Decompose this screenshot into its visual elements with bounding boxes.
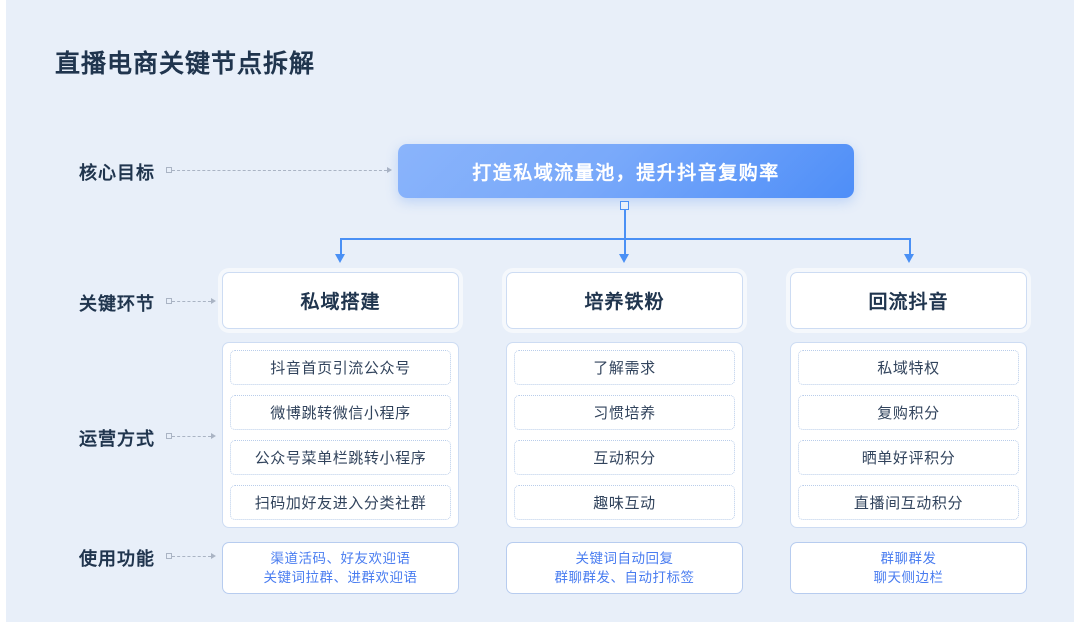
connector-knob-icon [166,433,172,439]
tactic-label: 了解需求 [593,360,656,377]
tree-square-icon [620,201,629,210]
diagram-canvas: 直播电商关键节点拆解 核心目标 打造私域流量池，提升抖音复购率 关键环节 运营方… [6,0,1074,622]
feature-line: 关键词自动回复 [575,551,674,566]
stage-column-2: 培养铁粉 了解需求 习惯培养 互动积分 趣味互动 关键词自动回复 群聊群发、自动… [506,272,743,594]
tactic-label: 晒单好评积分 [861,450,956,467]
connector-features [166,551,216,561]
connector-stage [166,296,216,306]
tactic-label: 抖音首页引流公众号 [270,360,411,377]
stage-card-2[interactable]: 培养铁粉 [506,272,743,329]
tactic-item[interactable]: 直播间互动积分 [798,485,1019,520]
connector-dash [172,169,387,171]
tree-drop-1 [340,238,342,257]
connector-arrow-icon [211,298,216,304]
tactics-panel-3: 私域特权 复购积分 晒单好评积分 直播间互动积分 [790,342,1027,528]
tactic-item[interactable]: 互动积分 [514,440,735,475]
stage-column-3: 回流抖音 私域特权 复购积分 晒单好评积分 直播间互动积分 群聊群发 聊天侧边栏 [790,272,1027,594]
connector-dash [172,555,211,557]
tree-arrow-icon-1 [335,254,345,263]
tree-drop-2 [624,238,626,257]
feature-line: 渠道活码、好友欢迎语 [270,551,411,566]
tactic-label: 趣味互动 [593,495,656,512]
connector-arrow-icon [211,433,216,439]
tactic-item[interactable]: 习惯培养 [514,395,735,430]
connector-knob-icon [166,298,172,304]
stage-title: 回流抖音 [868,292,949,313]
tactic-item[interactable]: 私域特权 [798,350,1019,385]
goal-banner-text: 打造私域流量池，提升抖音复购率 [472,162,780,184]
tactics-panel-1: 抖音首页引流公众号 微博跳转微信小程序 公众号菜单栏跳转小程序 扫码加好友进入分… [222,342,459,528]
feature-line: 群聊群发 [880,551,937,566]
stage-column-1: 私域搭建 抖音首页引流公众号 微博跳转微信小程序 公众号菜单栏跳转小程序 扫码加… [222,272,459,594]
connector-dash [172,300,211,302]
tactic-item[interactable]: 复购积分 [798,395,1019,430]
feature-line: 聊天侧边栏 [873,570,944,585]
stage-card-3[interactable]: 回流抖音 [790,272,1027,329]
tactic-label: 微博跳转微信小程序 [270,405,411,422]
tactic-item[interactable]: 微博跳转微信小程序 [230,395,451,430]
tree-drop-3 [909,238,911,257]
tree-arrow-icon-2 [619,254,629,263]
feature-card-2[interactable]: 关键词自动回复 群聊群发、自动打标签 [506,542,743,594]
feature-card-1[interactable]: 渠道活码、好友欢迎语 关键词拉群、进群欢迎语 [222,542,459,594]
connector-dash [172,435,211,437]
tactic-item[interactable]: 了解需求 [514,350,735,385]
tactic-label: 扫码加好友进入分类社群 [254,495,427,512]
tactic-label: 私域特权 [877,360,940,377]
connector-arrow-icon [211,553,216,559]
tactic-label: 公众号菜单栏跳转小程序 [254,450,427,467]
tactic-item[interactable]: 趣味互动 [514,485,735,520]
tree-arrow-icon-3 [904,254,914,263]
stage-title: 培养铁粉 [584,292,665,313]
tree-stem [624,210,626,239]
feature-card-3[interactable]: 群聊群发 聊天侧边栏 [790,542,1027,594]
tactic-label: 互动积分 [593,450,656,467]
feature-line: 关键词拉群、进群欢迎语 [263,570,418,585]
tactic-item[interactable]: 公众号菜单栏跳转小程序 [230,440,451,475]
row-label-goal: 核心目标 [79,163,155,183]
tactic-label: 直播间互动积分 [853,495,964,512]
feature-line: 群聊群发、自动打标签 [554,570,695,585]
tactic-item[interactable]: 抖音首页引流公众号 [230,350,451,385]
tactic-item[interactable]: 晒单好评积分 [798,440,1019,475]
tactic-item[interactable]: 扫码加好友进入分类社群 [230,485,451,520]
connector-knob-icon [166,553,172,559]
connector-tactics [166,431,216,441]
row-label-features: 使用功能 [79,549,155,569]
connector-arrow-icon [387,167,392,173]
stage-card-1[interactable]: 私域搭建 [222,272,459,329]
connector-knob-icon [166,167,172,173]
row-label-stage: 关键环节 [79,294,155,314]
row-label-tactics: 运营方式 [79,429,155,449]
tactics-panel-2: 了解需求 习惯培养 互动积分 趣味互动 [506,342,743,528]
tree-connector [6,198,1074,266]
connector-goal [166,165,392,175]
tactic-label: 习惯培养 [593,405,656,422]
goal-banner[interactable]: 打造私域流量池，提升抖音复购率 [398,144,854,198]
stage-title: 私域搭建 [300,292,381,313]
tactic-label: 复购积分 [877,405,940,422]
page-title: 直播电商关键节点拆解 [55,50,316,78]
